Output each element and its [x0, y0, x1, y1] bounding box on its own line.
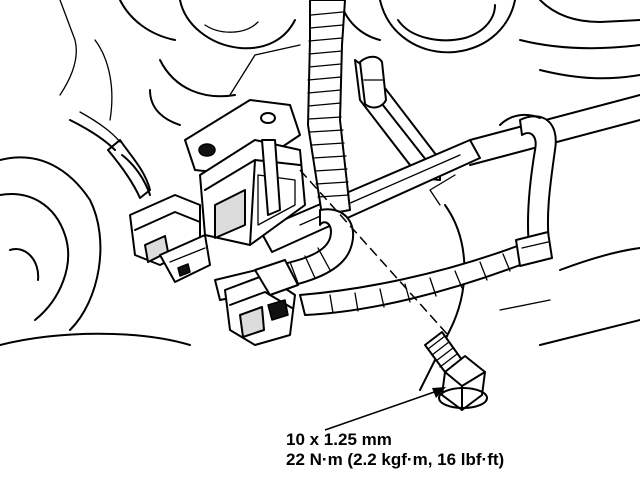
torque-spec-label: 22 N·m (2.2 kgf·m, 16 lbf·ft) — [286, 450, 505, 469]
mounting-bolt — [424, 331, 488, 411]
callout-leader-arrow — [324, 387, 446, 431]
wiring-harness — [214, 0, 557, 316]
bolt-size-label: 10 x 1.25 mm — [286, 430, 392, 449]
harness-bracket — [354, 55, 441, 181]
bolt-alignment-line — [299, 169, 449, 336]
sensor-assembly — [184, 99, 306, 246]
left-connector — [69, 111, 211, 283]
bolt-spec-callout: 10 x 1.25 mm 22 N·m (2.2 kgf·m, 16 lbf·f… — [286, 430, 504, 470]
bottom-connector — [224, 259, 299, 346]
